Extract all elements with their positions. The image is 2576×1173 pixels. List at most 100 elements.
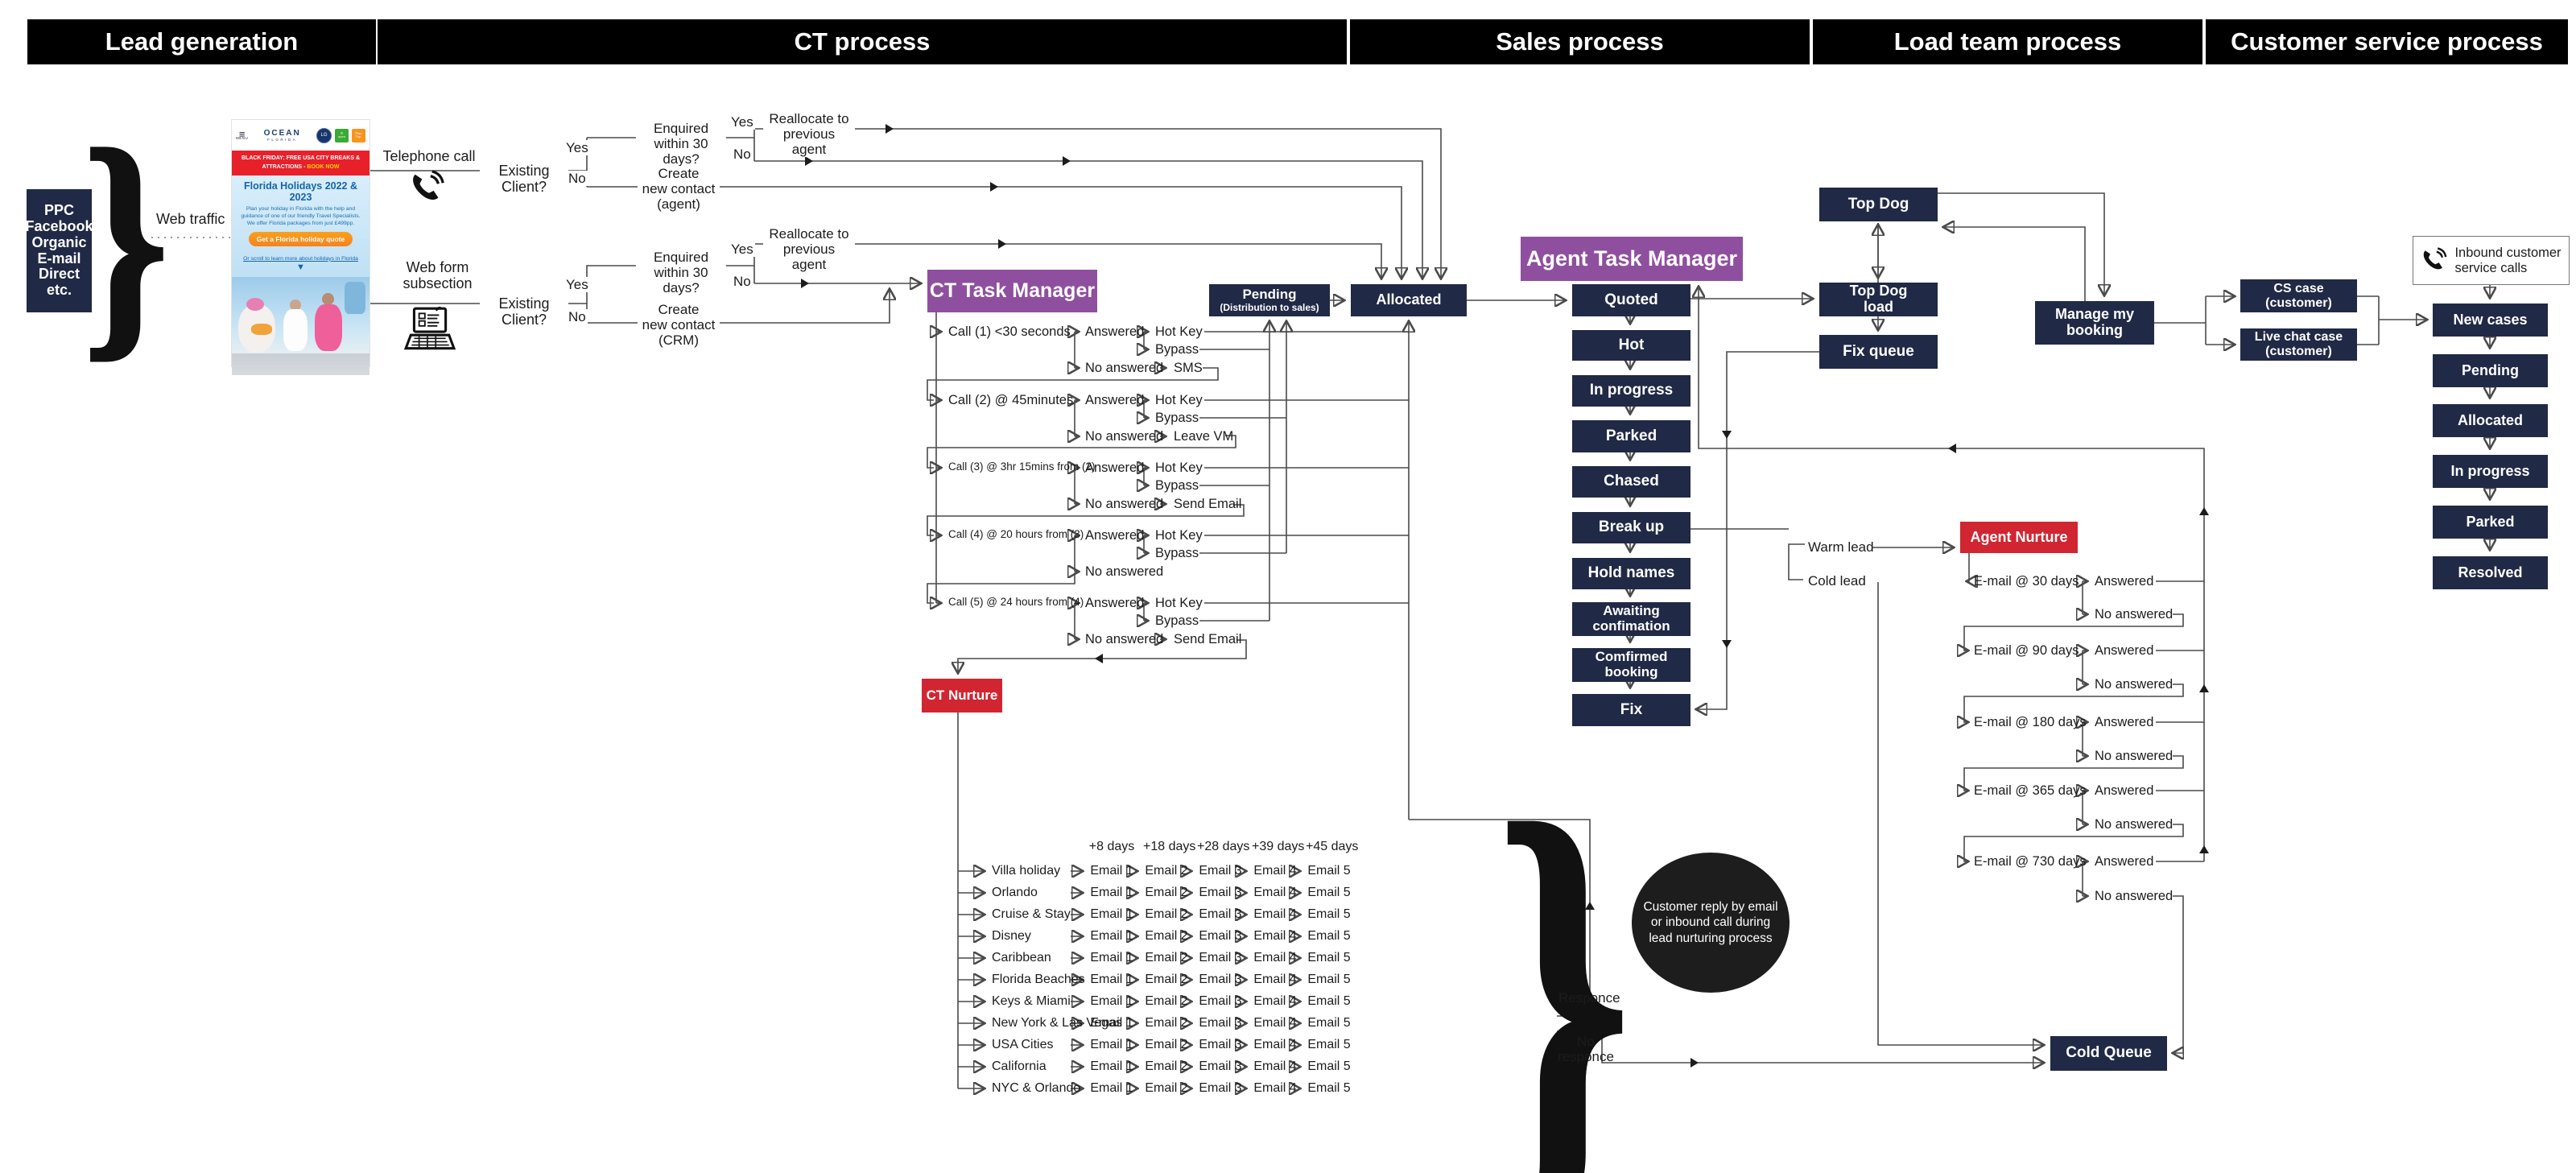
- bypass-label: Bypass: [1155, 342, 1199, 357]
- email-step-label: Email 3: [1199, 864, 1242, 878]
- yes-label: Yes: [564, 140, 590, 156]
- site-logo: OCEAN FLORIDA: [251, 129, 313, 142]
- cs-stage-2: Allocated: [2433, 404, 2548, 437]
- logo-text: OCEAN: [263, 129, 301, 138]
- email-step-label: Email 1: [1090, 1016, 1133, 1030]
- email-step-label: Email 1: [1090, 1081, 1133, 1095]
- existing-client-question-web: Existing Client?: [480, 295, 568, 328]
- email-step-label: Email 1: [1090, 951, 1133, 964]
- inbound-calls-box: Inbound customer service calls: [2413, 236, 2570, 285]
- email-step-label: Email 5: [1307, 907, 1351, 921]
- email-step-label: Email 3: [1199, 1081, 1242, 1095]
- answered-label: Answered: [1085, 461, 1145, 475]
- email-step-label: Email 1: [1090, 864, 1133, 878]
- email-step-label: Email 3: [1199, 1059, 1242, 1073]
- photo-figure: [345, 282, 365, 315]
- email-step-label: Email 3: [1199, 951, 1242, 964]
- sales-stage-2: In progress: [1572, 375, 1690, 407]
- email-step-label: Email 3: [1199, 886, 1242, 899]
- pending-title: Pending: [1242, 287, 1297, 303]
- sales-stage-1: Hot: [1572, 330, 1690, 361]
- email-step-label: Email 3: [1199, 1016, 1242, 1030]
- email-step-label: Email 1: [1090, 994, 1133, 1008]
- photo-figure: [251, 324, 272, 336]
- no-answered-label: No answered: [2095, 749, 2174, 763]
- bypass-label: Bypass: [1155, 613, 1199, 628]
- logo-subtext: FLORIDA: [267, 138, 298, 142]
- answered-label: Answered: [2095, 574, 2154, 589]
- photo-figure: [315, 304, 342, 352]
- agent-nurture-box: Agent Nurture: [1960, 522, 2078, 553]
- photo-figure: [290, 299, 301, 312]
- no-label: No: [567, 309, 588, 325]
- email-step-label: Email 2: [1145, 973, 1188, 986]
- email-step-label: Email 3: [1199, 907, 1242, 921]
- email-step-label: Email 2: [1145, 1081, 1188, 1095]
- yes-label: Yes: [729, 114, 755, 130]
- nurture-email-label: E-mail @ 30 days: [1974, 574, 2079, 589]
- day-header: +18 days: [1143, 840, 1196, 853]
- sales-stage-4: Chased: [1572, 466, 1690, 498]
- cs-stage-5: Resolved: [2433, 556, 2548, 589]
- email-step-label: Email 5: [1307, 994, 1351, 1008]
- day-header: +8 days: [1088, 840, 1135, 853]
- call-button: ✆open: [335, 128, 349, 142]
- promo-banner: BLACK FRIDAY: FREE USA CITY BREAKS & ATT…: [232, 151, 369, 176]
- sales-stage-6: Hold names: [1572, 558, 1690, 589]
- email-step-label: Email 1: [1090, 973, 1133, 986]
- ct-task-manager-box: CT Task Manager: [927, 270, 1097, 312]
- destination-label: Florida Beaches: [992, 973, 1085, 986]
- email-step-label: Email 5: [1307, 886, 1351, 899]
- call-label: Call (2) @ 45minutes: [948, 393, 1074, 407]
- email-step-label: Email 3: [1199, 973, 1242, 986]
- enquired-question-phone: Enquired within 30 days?: [636, 121, 726, 167]
- chevron-down-icon: ▼: [296, 262, 305, 272]
- email-step-label: Email 5: [1307, 1038, 1351, 1051]
- sales-stage-8: Comfirmed booking: [1572, 648, 1690, 682]
- destination-label: Cruise & Stay: [992, 907, 1071, 921]
- email-step-label: Email 1: [1090, 907, 1133, 921]
- bypass-label: Bypass: [1155, 478, 1199, 493]
- telephone-call-label: Telephone call: [382, 148, 476, 164]
- email-step-label: Email 5: [1307, 1016, 1351, 1030]
- no-response-label: No responce: [1558, 1034, 1614, 1065]
- inbound-phone-icon: [2424, 246, 2447, 269]
- day-header: +39 days: [1252, 840, 1305, 853]
- answered-label: Answered: [1085, 528, 1145, 543]
- call-action-label: Send Email: [1174, 497, 1242, 511]
- web-form-label: Web form subsection: [402, 259, 473, 292]
- lead-sources-brace: }: [81, 98, 170, 382]
- destination-label: USA Cities: [992, 1038, 1054, 1051]
- day-header: +45 days: [1306, 840, 1359, 853]
- no-answered-label: No answered: [2095, 889, 2174, 903]
- hot-key-label: Hot Key: [1155, 528, 1203, 543]
- reallocate-label-web: Reallocate to previous agent: [763, 226, 855, 273]
- no-answered-label: No answered: [2095, 607, 2174, 622]
- email-step-label: Email 2: [1145, 907, 1188, 921]
- response-label: Responce: [1558, 990, 1620, 1006]
- email-step-label: Email 3: [1199, 994, 1242, 1008]
- email-step-label: Email 1: [1090, 929, 1133, 943]
- no-answered-label: No answered: [1085, 361, 1164, 375]
- bypass-label: Bypass: [1155, 411, 1199, 425]
- email-step-label: Email 2: [1145, 1038, 1188, 1051]
- email-step-label: Email 3: [1199, 1038, 1242, 1051]
- email-step-label: Email 2: [1145, 864, 1188, 878]
- pending-box: Pending (Distribution to sales): [1209, 284, 1330, 316]
- email-step-label: Email 4: [1253, 1059, 1297, 1073]
- allocated-box: Allocated: [1351, 284, 1467, 316]
- email-step-label: Email 1: [1090, 886, 1133, 899]
- ct-nurture-box: CT Nurture: [922, 679, 1002, 712]
- top-dog-box: Top Dog: [1819, 188, 1938, 221]
- email-step-label: Email 4: [1253, 864, 1297, 878]
- email-step-label: Email 1: [1090, 1038, 1133, 1051]
- site-hero: Florida Holidays 2022 & 2023 Plan your h…: [232, 176, 369, 278]
- destination-label: New York & Las Vegas: [992, 1016, 1122, 1030]
- email-step-label: Email 5: [1307, 973, 1351, 986]
- destination-label: Keys & Miami: [992, 994, 1071, 1008]
- no-label: No: [567, 171, 588, 187]
- banner-cta: BOOK NOW: [307, 163, 340, 170]
- email-step-label: Email 4: [1253, 994, 1297, 1008]
- answered-label: Answered: [1085, 393, 1145, 407]
- photo-figure: [322, 293, 334, 306]
